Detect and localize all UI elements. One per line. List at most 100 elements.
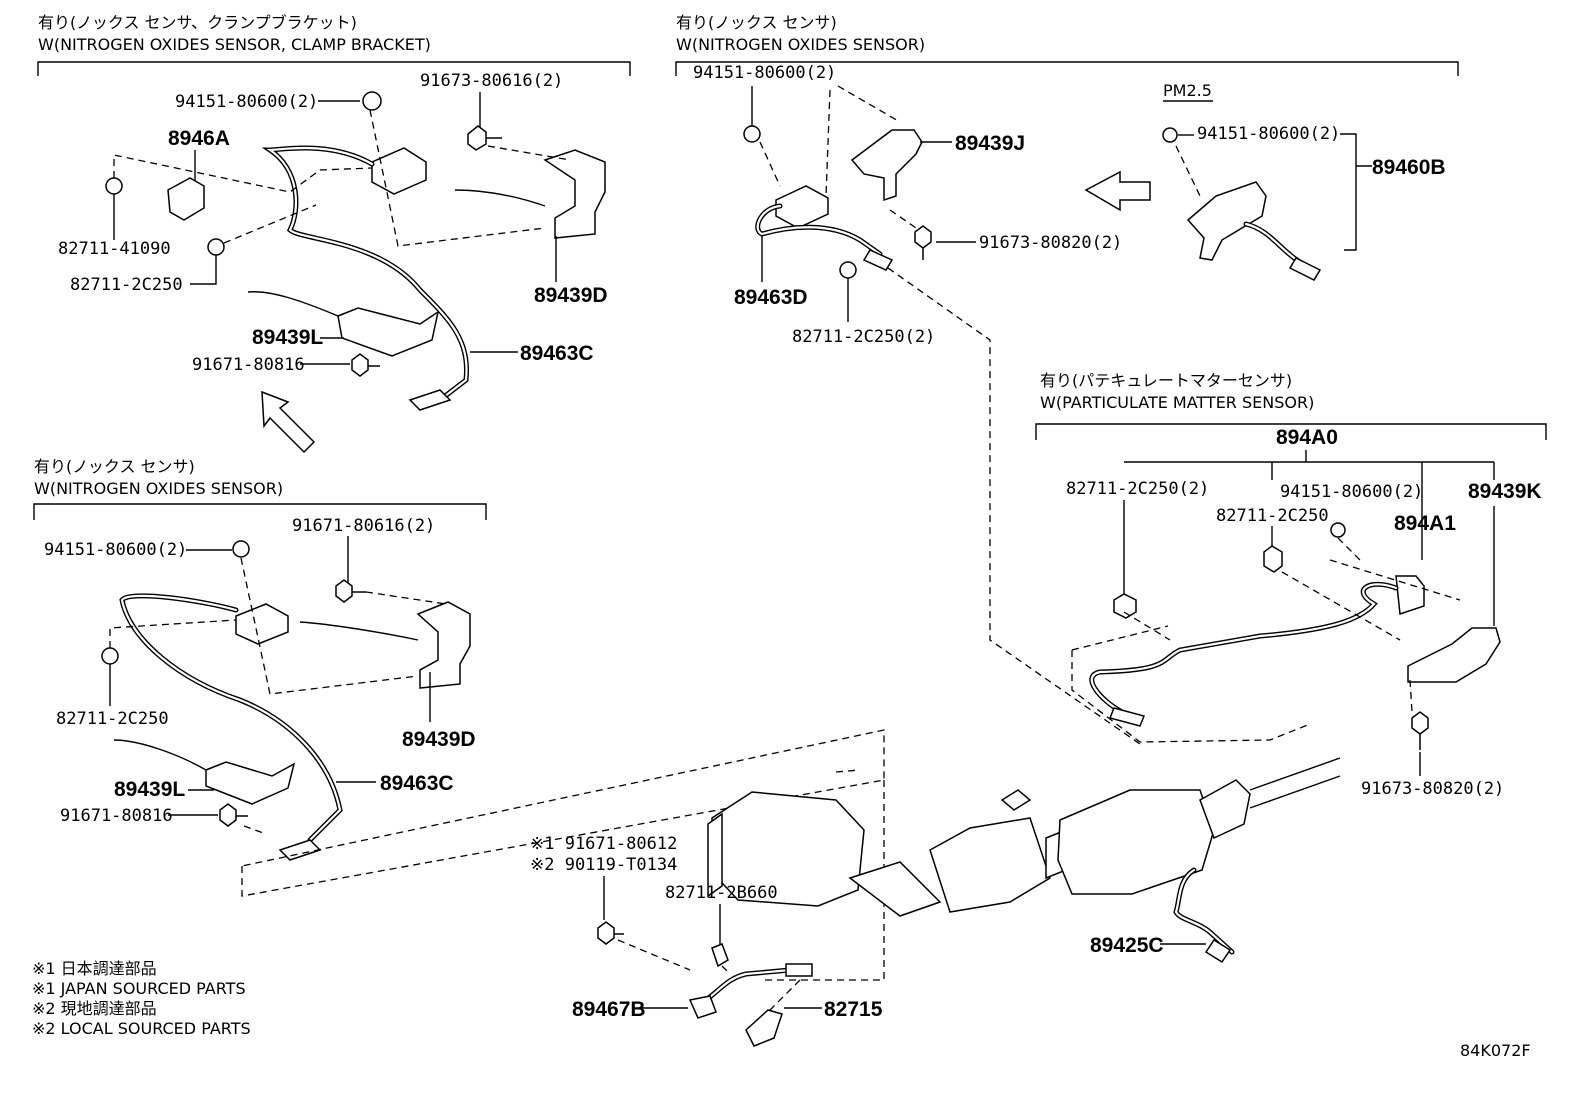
bolt-icon (467, 125, 502, 151)
assembly-dashed-line (887, 267, 1141, 745)
group-bracket-line (37, 61, 631, 76)
pm25-label: PM2.5 (1163, 81, 1212, 100)
part-label[interactable]: 82711-2C250 (56, 709, 169, 729)
part-label[interactable]: 82711-41090 (58, 239, 171, 259)
sensor-module-icon (775, 185, 829, 229)
bolt-icon (351, 353, 380, 377)
part-label[interactable]: 89425C (1090, 934, 1164, 957)
legend-line: ※2 LOCAL SOURCED PARTS (32, 1019, 251, 1038)
sensor-module-icon (1186, 181, 1267, 261)
part-label[interactable]: ※1 91671-80612 (530, 834, 677, 854)
nut-icon (743, 125, 761, 143)
part-label[interactable]: 82711-2C250 (70, 275, 183, 295)
converter-body-icon (929, 817, 1051, 913)
clip-icon (1263, 545, 1283, 573)
part-label[interactable]: 91673-80616(2) (420, 71, 563, 91)
assembly-dashed-line (487, 145, 571, 161)
pipe-flange-icon (848, 861, 942, 917)
figure-code: 84K072F (1460, 1041, 1531, 1060)
group-top-mid: 有り(ノックス センサ) W(NITROGEN OXIDES SENSOR) 9… (675, 13, 1459, 745)
part-label[interactable]: 91671-80816 (192, 355, 305, 375)
clip-icon (711, 943, 729, 968)
part-label[interactable]: 8946A (168, 127, 230, 150)
part-label[interactable]: 89460B (1372, 156, 1446, 179)
legend-line: ※2 現地調達部品 (32, 999, 157, 1018)
connector-icon (688, 995, 717, 1019)
group-title-jp: 有り(パテキュレートマターセンサ) (1040, 371, 1292, 390)
part-label[interactable]: 89467B (572, 998, 646, 1021)
group-bracket-line (675, 61, 1459, 76)
part-label[interactable]: 94151-80600(2) (175, 92, 318, 112)
assembly-dashed-line (241, 729, 885, 897)
leader-line (1124, 450, 1495, 560)
part-label[interactable]: 89463C (520, 342, 594, 365)
part-label[interactable]: 894A0 (1276, 426, 1338, 449)
part-label[interactable]: 82715 (824, 998, 883, 1021)
part-label[interactable]: 82711-2B660 (665, 883, 778, 903)
assembly-dashed-line (889, 209, 917, 229)
part-label[interactable]: 91673-80820(2) (979, 233, 1122, 253)
assembly-dashed-line (113, 154, 373, 193)
nut-icon (232, 540, 250, 558)
assembly-dashed-line (617, 939, 801, 1011)
clip-icon (207, 238, 225, 256)
part-label[interactable]: 94151-80600(2) (1280, 482, 1423, 502)
part-label[interactable]: 82711-2C250 (1216, 506, 1329, 526)
part-label[interactable]: 91673-80820(2) (1361, 779, 1504, 799)
part-label[interactable]: 89439D (534, 284, 608, 307)
part-label[interactable]: 89439J (955, 132, 1025, 155)
part-label[interactable]: 89463C (380, 772, 454, 795)
dpf-filter-icon (1057, 789, 1215, 895)
part-label[interactable]: 82711-2C250(2) (1066, 479, 1209, 499)
group-title-en: W(PARTICULATE MATTER SENSOR) (1040, 393, 1314, 412)
group-mid-left: 有り(ノックス センサ) W(NITROGEN OXIDES SENSOR) 9… (33, 457, 487, 861)
nut-icon (1330, 522, 1346, 538)
sensor-probe-icon (1108, 707, 1146, 727)
part-label[interactable]: 91671-80816 (60, 806, 173, 826)
bolt-icon (219, 803, 248, 827)
part-label[interactable]: 894A1 (1394, 512, 1456, 535)
sensor-wire (247, 291, 339, 317)
sensor-probe-icon (1204, 938, 1232, 964)
assembly-dashed-line (243, 825, 267, 835)
tail-pipe (1249, 757, 1341, 809)
clip-icon (1113, 593, 1137, 619)
sensor-probe-icon (785, 963, 813, 977)
part-label[interactable]: 89439L (252, 326, 323, 349)
part-label[interactable]: 89439D (402, 728, 476, 751)
group-bracket-line (1035, 423, 1547, 440)
part-label[interactable]: 91671-80616(2) (292, 516, 435, 536)
pipe-outlet-icon (1199, 779, 1251, 840)
group-title-en: W(NITROGEN OXIDES SENSOR) (676, 35, 925, 54)
leader-line (190, 255, 217, 285)
bolt-icon (335, 579, 366, 603)
part-label[interactable]: 94151-80600(2) (693, 63, 836, 83)
sensor-wire (113, 739, 207, 771)
group-title-en: W(NITROGEN OXIDES SENSOR) (34, 479, 283, 498)
assembly-dashed-line (109, 619, 237, 648)
assembly-dashed-line (369, 109, 546, 247)
nut-icon (1162, 127, 1178, 143)
bolt-icon (914, 225, 932, 260)
assembly-dashed-line (223, 204, 317, 244)
part-label[interactable]: 89439L (114, 778, 185, 801)
part-label[interactable]: 82711-2C250(2) (792, 327, 935, 347)
legend-line: ※1 JAPAN SOURCED PARTS (32, 979, 246, 998)
converter-flange-icon (707, 812, 723, 898)
clip-icon (105, 177, 123, 195)
part-label[interactable]: 89463D (734, 286, 808, 309)
group-title-jp: 有り(ノックス センサ) (676, 13, 837, 32)
part-label[interactable]: 89439K (1468, 480, 1542, 503)
part-label[interactable]: 94151-80600(2) (44, 540, 187, 560)
sensor-module-icon (371, 147, 427, 195)
assembly-dashed-line (825, 89, 831, 197)
leader-line (1340, 133, 1372, 251)
part-label[interactable]: 94151-80600(2) (1197, 124, 1340, 144)
group-title-jp: 有り(ノックス センサ) (34, 457, 195, 476)
part-label[interactable]: ※2 90119-T0134 (530, 855, 677, 875)
bolt-icon (597, 921, 624, 945)
bracket-icon (543, 149, 606, 239)
group-bracket-line (33, 503, 487, 520)
sensor-probe-icon (408, 389, 452, 411)
